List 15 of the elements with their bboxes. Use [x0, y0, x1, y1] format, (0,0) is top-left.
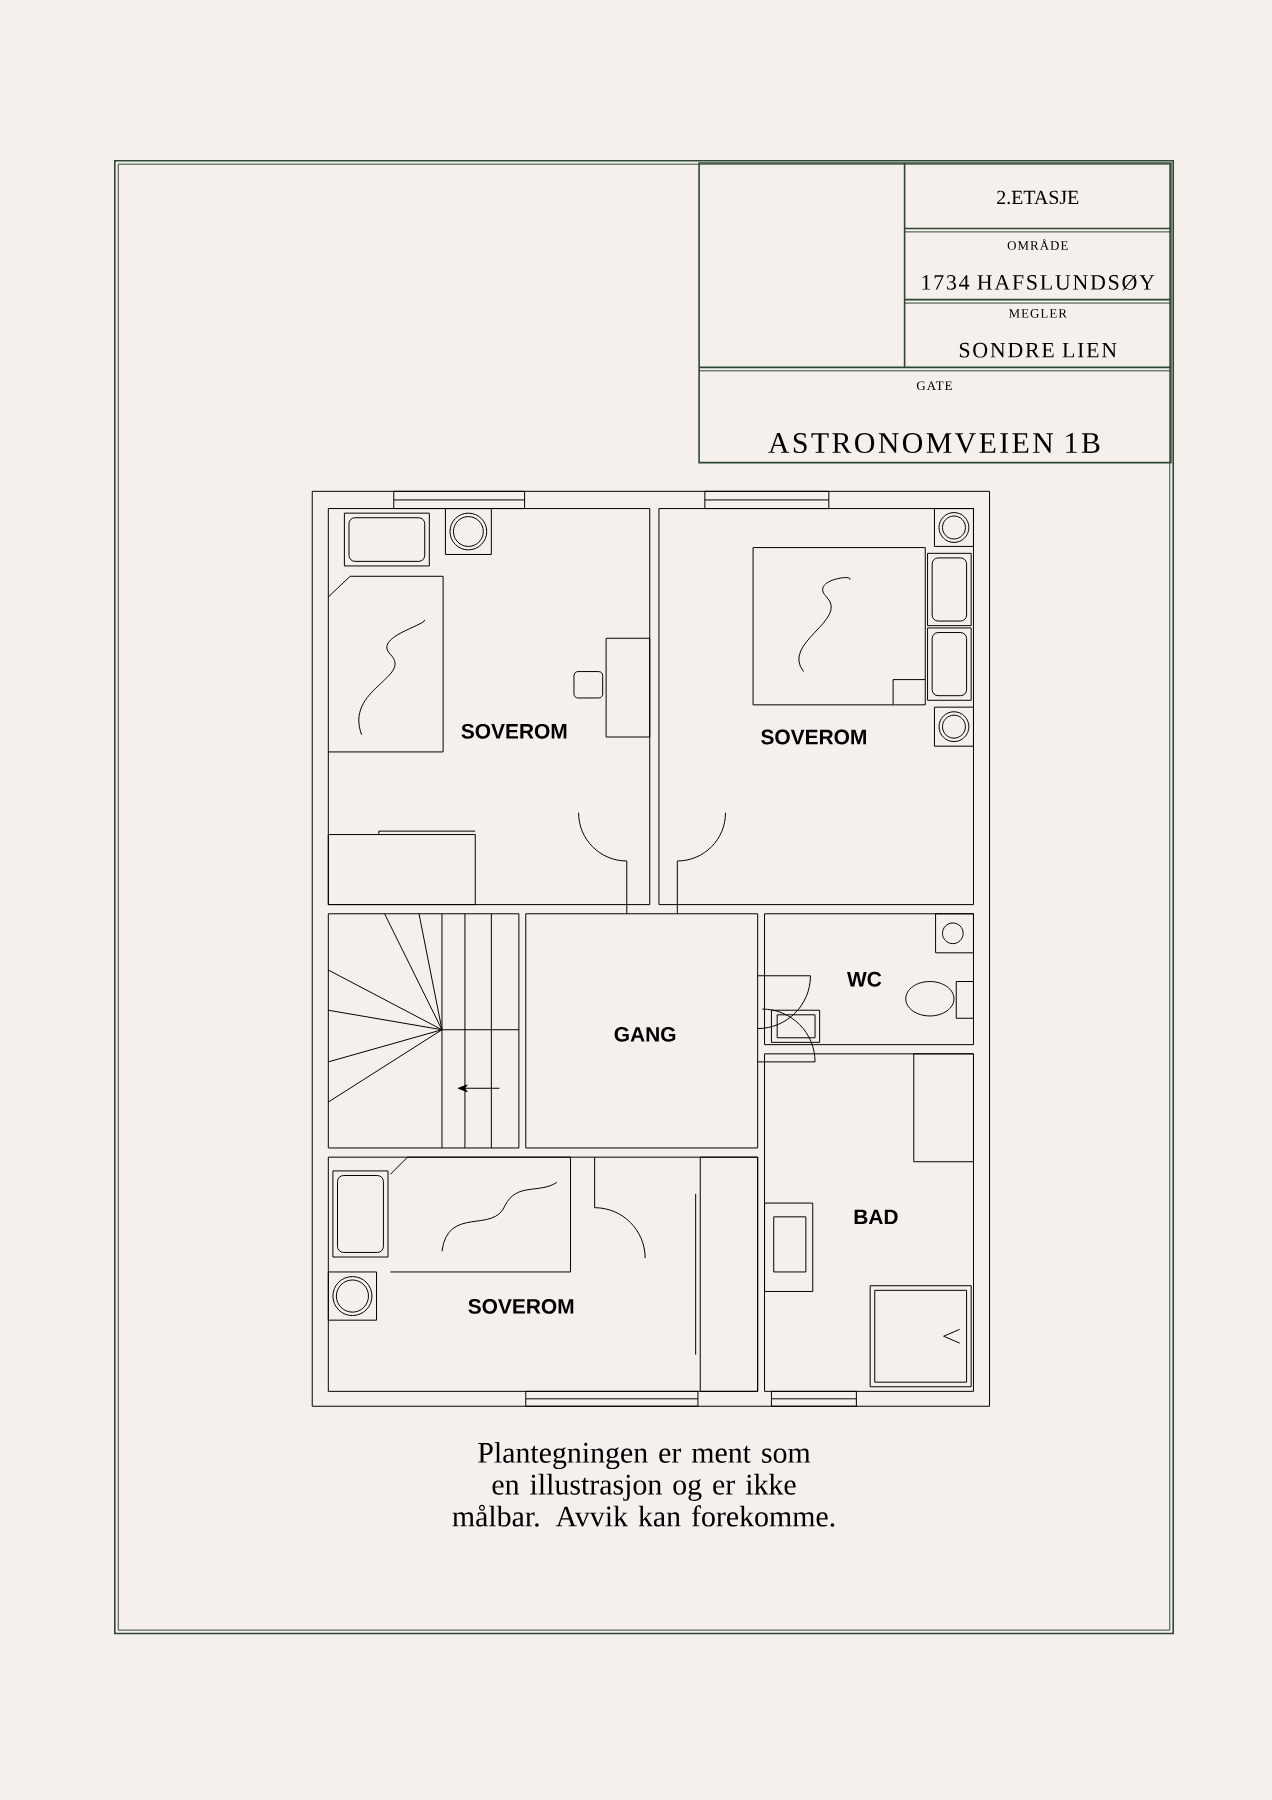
field-label: OMRÅDE — [1007, 239, 1068, 250]
disclaimer-text: Plantegningen er ment som en illustrasjon og er ikke målbar. Avvik kan forekomme. — [452, 1441, 835, 1527]
room: SOVEROM — [658, 508, 974, 906]
field-label: MEGLER — [1009, 309, 1067, 318]
field-label: GATE — [916, 381, 952, 391]
field-value: SONDRE LIEN — [959, 342, 1117, 358]
address-text: ASTRONOMVEIEN 1B — [768, 433, 1100, 454]
room: GANG — [525, 913, 759, 1149]
room: BAD — [764, 1053, 974, 1392]
room: SOVEROM — [327, 508, 651, 906]
room: SOVEROM — [327, 1156, 759, 1392]
floor-label: 2.ETASJE — [997, 190, 1079, 205]
field-value: 1734 HAFSLUNDSØY — [922, 274, 1155, 291]
room: WC — [764, 913, 974, 1046]
staircase-drawing — [327, 913, 520, 1149]
